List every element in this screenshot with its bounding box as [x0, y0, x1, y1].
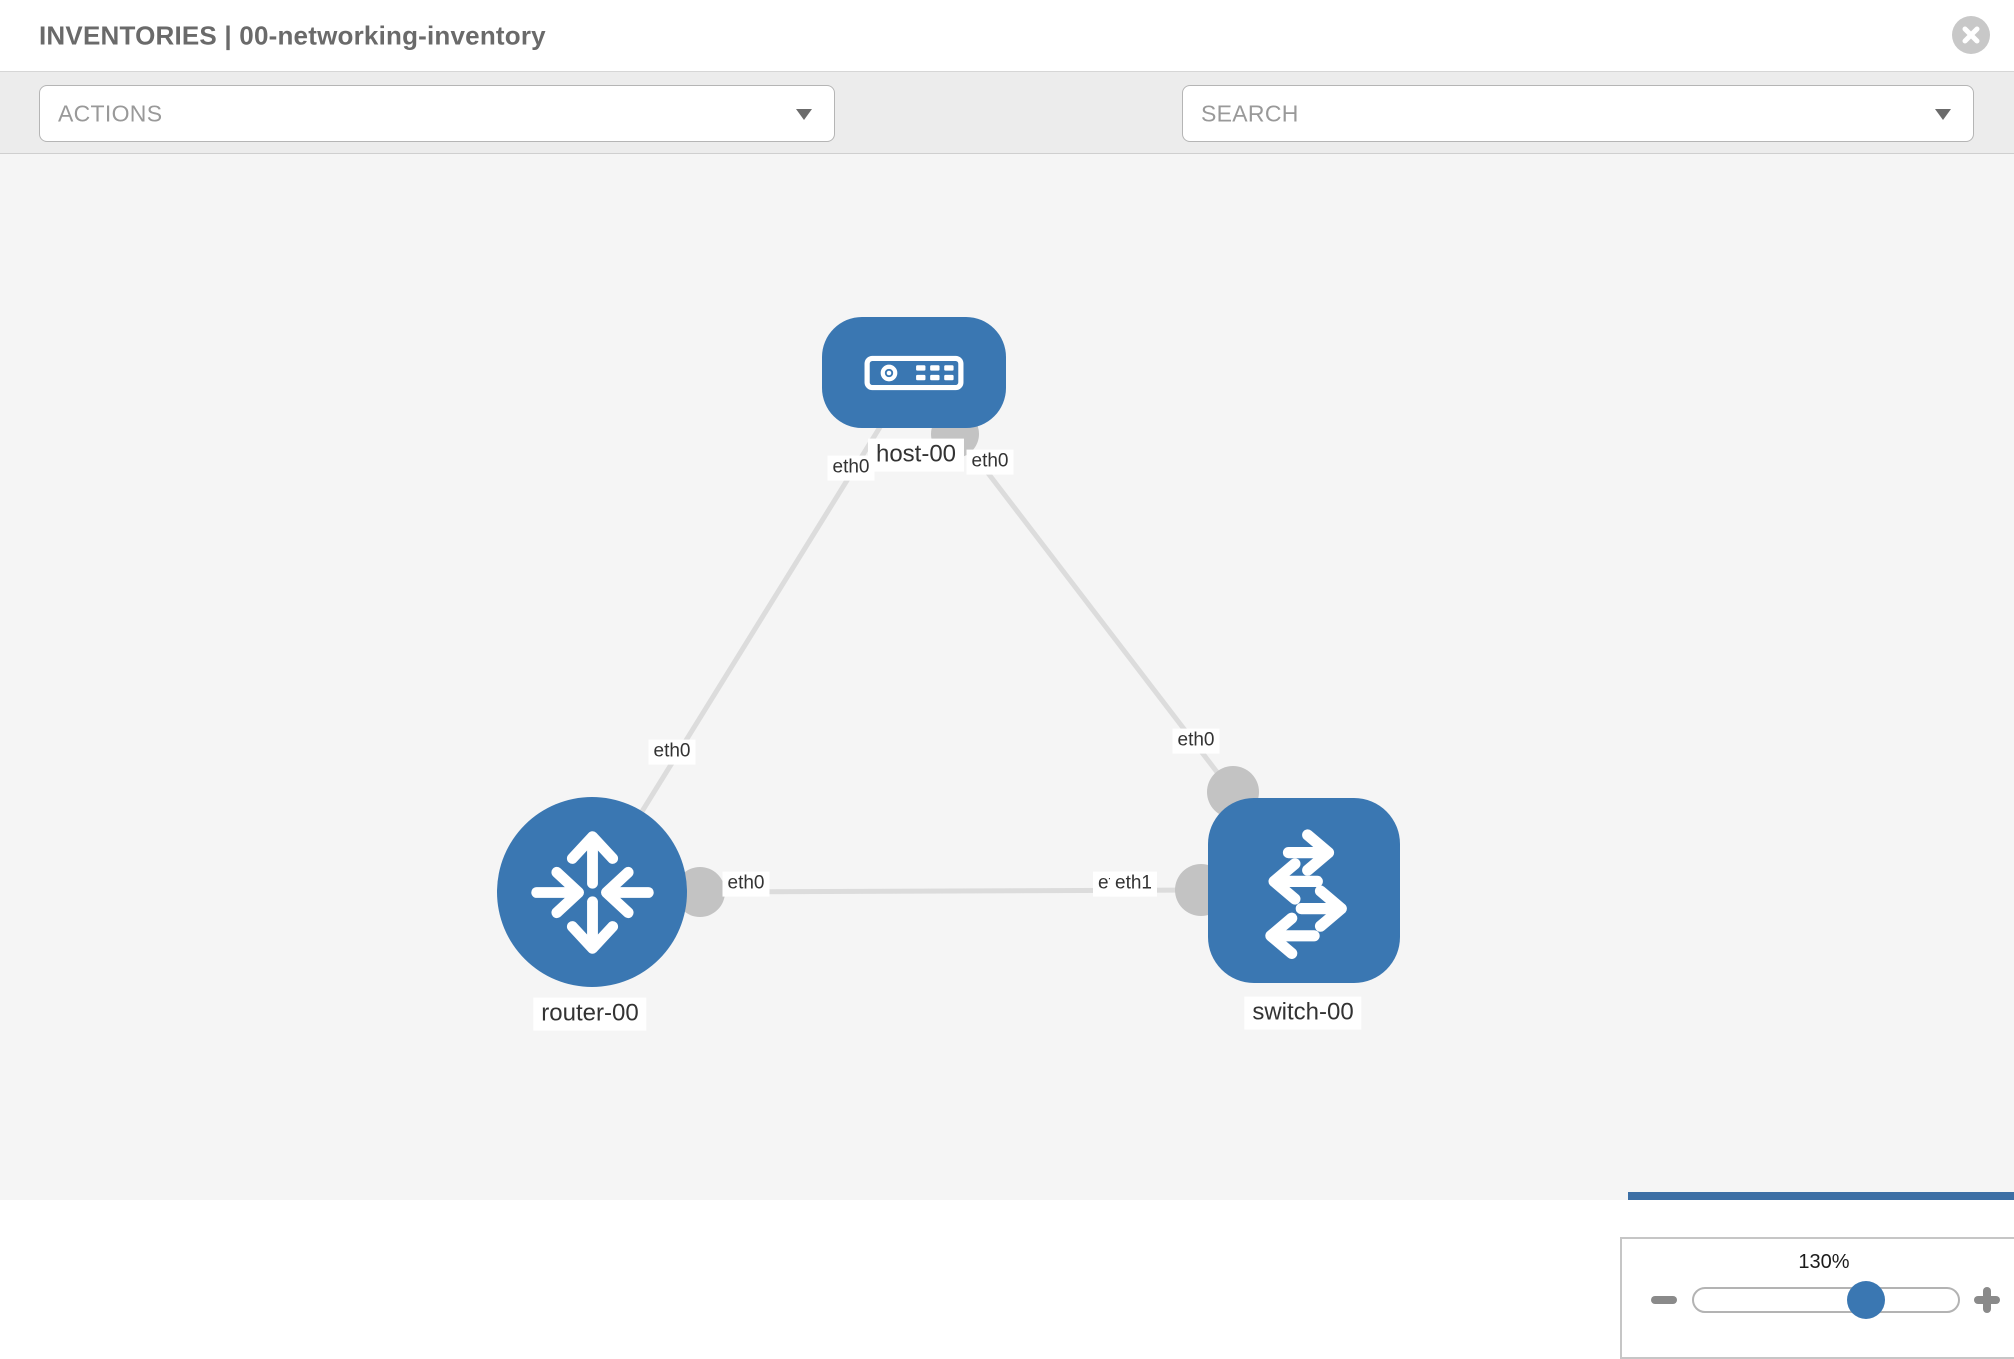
actions-dropdown[interactable]: ACTIONS — [39, 85, 835, 142]
port-circle-router — [675, 867, 725, 917]
actions-dropdown-label: ACTIONS — [58, 100, 163, 126]
host-icon — [864, 355, 964, 390]
page-title: INVENTORIES | 00-networking-inventory — [39, 20, 546, 50]
zoom-in-button[interactable] — [1972, 1285, 2002, 1315]
node-label-switch: switch-00 — [1244, 996, 1362, 1030]
zoom-panel: 130% — [1620, 1237, 2014, 1359]
router-icon — [530, 830, 654, 954]
zoom-slider-knob[interactable] — [1847, 1281, 1885, 1319]
switch-icon — [1264, 828, 1347, 959]
node-host[interactable] — [822, 317, 1006, 428]
topology-wires — [630, 410, 1259, 917]
bottom-blue-bar — [1628, 1192, 2014, 1200]
plus-icon-vbar — [1983, 1287, 1991, 1313]
search-dropdown[interactable]: SEARCH — [1182, 85, 1974, 142]
zoom-slider-track[interactable] — [1692, 1281, 1960, 1319]
interface-label-host-right: eth0 — [966, 449, 1014, 475]
interface-label-link-router-side: eth0 — [722, 871, 770, 897]
close-button[interactable] — [1952, 16, 1990, 54]
chevron-down-icon — [796, 108, 812, 120]
toolbar: ACTIONS SEARCH — [0, 72, 2014, 200]
zoom-level-label: 130% — [1798, 1251, 1850, 1273]
close-icon — [1962, 26, 1980, 44]
zoom-out-button[interactable] — [1649, 1285, 1679, 1315]
node-switch[interactable] — [1208, 798, 1400, 983]
modal-header: INVENTORIES | 00-networking-inventory — [0, 0, 2014, 72]
search-dropdown-label: SEARCH — [1201, 100, 1299, 126]
topology-canvas[interactable]: host-00 router-00 switch-00 eth0 eth0 et… — [0, 154, 2014, 1359]
interface-label-host-left: eth0 — [827, 455, 875, 481]
interface-label-router-top: eth0 — [648, 739, 696, 765]
interface-label-link-switch-front: eth1 — [1110, 871, 1157, 897]
chevron-down-icon — [1935, 108, 1951, 120]
node-label-router: router-00 — [533, 997, 647, 1031]
node-router[interactable] — [497, 797, 687, 987]
node-label-host: host-00 — [867, 438, 965, 472]
interface-label-switch-top: eth0 — [1172, 728, 1220, 754]
minus-icon — [1651, 1296, 1677, 1304]
